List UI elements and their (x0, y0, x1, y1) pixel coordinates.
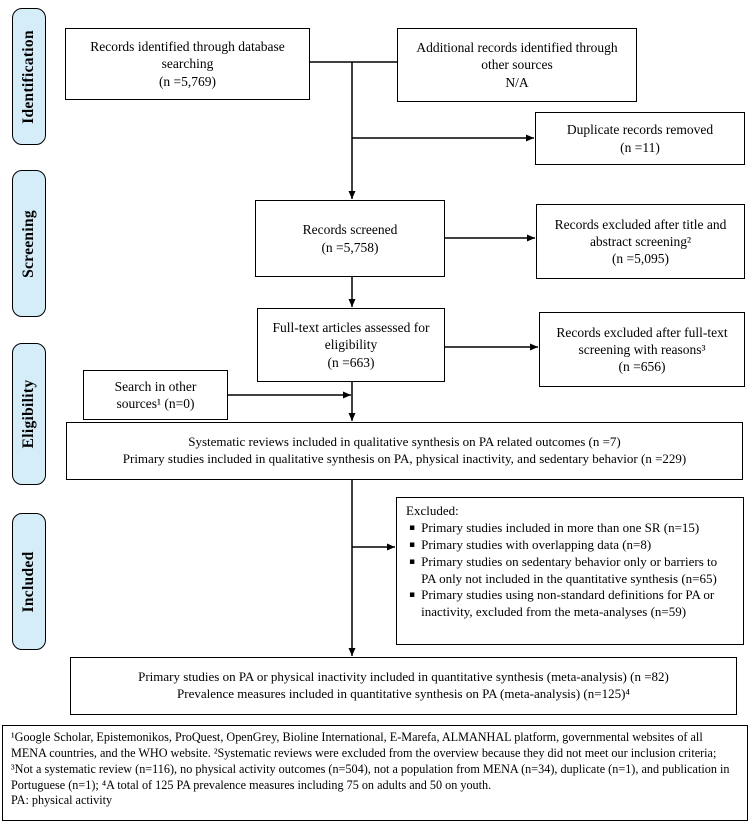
box-other-sources-line1: Additional records identified through (416, 40, 618, 56)
footnote-body: ¹Google Scholar, Epistemonikos, ProQuest… (11, 730, 730, 792)
box-quantitative-synthesis-line1: Primary studies on PA or physical inacti… (138, 669, 669, 685)
excluded-reason-item: ▪ Primary studies using non-standard def… (406, 587, 735, 621)
excluded-reason-item: ▪ Primary studies on sedentary behavior … (406, 554, 735, 588)
box-qualitative-synthesis-line2: Primary studies included in qualitative … (122, 451, 687, 466)
box-database-search-count: (n =5,769) (158, 73, 217, 89)
footnote-box: ¹Google Scholar, Epistemonikos, ProQuest… (2, 725, 748, 821)
stage-identification-label: Identification (20, 29, 37, 124)
box-database-search-line2: searching (161, 56, 214, 72)
box-excluded-reasons: Excluded: ▪ Primary studies included in … (396, 497, 744, 645)
box-database-search-line1: Records identified through database (90, 39, 285, 55)
box-fulltext-assessed-line2: eligibility (324, 337, 378, 353)
box-fulltext-assessed-line1: Full-text articles assessed for (272, 320, 430, 336)
footnote-abbreviation: PA: physical activity (11, 793, 113, 808)
box-title-abstract-excluded-line2: abstract screening² (589, 233, 692, 249)
box-fulltext-assessed-count: (n =663) (327, 354, 375, 370)
box-other-sources-line2: other sources (481, 57, 553, 73)
box-title-abstract-excluded: Records excluded after title and abstrac… (536, 204, 745, 279)
bullet-square-icon: ▪ (409, 590, 416, 601)
stage-screening-label: Screening (20, 209, 37, 278)
stage-screening: Screening (12, 170, 46, 317)
box-records-screened-count: (n =5,758) (321, 239, 379, 255)
box-search-other-sources-line2: sources¹ (n=0) (116, 396, 195, 411)
bullet-square-icon: ▪ (409, 522, 416, 533)
excluded-reason-item: ▪ Primary studies with overlapping data … (406, 537, 651, 554)
box-fulltext-assessed: Full-text articles assessed for eligibil… (257, 308, 445, 382)
box-records-screened: Records screened (n =5,758) (255, 200, 445, 277)
excluded-reason-3: Primary studies on sedentary behavior on… (421, 553, 718, 586)
stage-identification: Identification (12, 8, 46, 145)
box-quantitative-synthesis: Primary studies on PA or physical inacti… (70, 657, 737, 715)
excluded-reason-2: Primary studies with overlapping data (n… (421, 536, 652, 552)
stage-included-label: Included (20, 551, 37, 612)
stage-eligibility: Eligibility (12, 343, 46, 485)
excluded-reason-1: Primary studies included in more than on… (421, 519, 700, 535)
box-duplicates-removed-count: (n =11) (620, 139, 660, 155)
box-quantitative-synthesis-line2: Prevalence measures included in quantita… (177, 686, 630, 701)
box-duplicates-removed: Duplicate records removed (n =11) (535, 112, 745, 165)
box-title-abstract-excluded-line1: Records excluded after title and (554, 216, 727, 232)
stage-included: Included (12, 513, 46, 650)
box-fulltext-excluded: Records excluded after full-text screeni… (539, 312, 745, 387)
stage-eligibility-label: Eligibility (20, 379, 37, 449)
box-other-sources-count: N/A (505, 74, 529, 90)
box-records-screened-line1: Records screened (302, 222, 398, 238)
box-search-other-sources: Search in other sources¹ (n=0) (83, 370, 228, 420)
bullet-square-icon: ▪ (409, 556, 416, 567)
box-fulltext-excluded-line1: Records excluded after full-text (556, 324, 728, 340)
box-other-sources: Additional records identified through ot… (397, 28, 637, 102)
box-excluded-reasons-title: Excluded: (406, 503, 459, 518)
excluded-reason-item: ▪ Primary studies included in more than … (406, 520, 699, 537)
box-fulltext-excluded-count: (n =656) (618, 359, 666, 375)
bullet-square-icon: ▪ (409, 539, 416, 550)
box-qualitative-synthesis-line1: Systematic reviews included in qualitati… (188, 434, 621, 450)
box-qualitative-synthesis: Systematic reviews included in qualitati… (66, 422, 743, 480)
excluded-reason-4: Primary studies using non-standard defin… (421, 587, 715, 620)
box-fulltext-excluded-line2: screening with reasons³ (578, 341, 706, 357)
box-duplicates-removed-line1: Duplicate records removed (566, 122, 714, 138)
box-database-search: Records identified through database sear… (65, 28, 310, 100)
box-title-abstract-excluded-count: (n =5,095) (611, 251, 670, 267)
box-search-other-sources-line1: Search in other (114, 378, 197, 394)
